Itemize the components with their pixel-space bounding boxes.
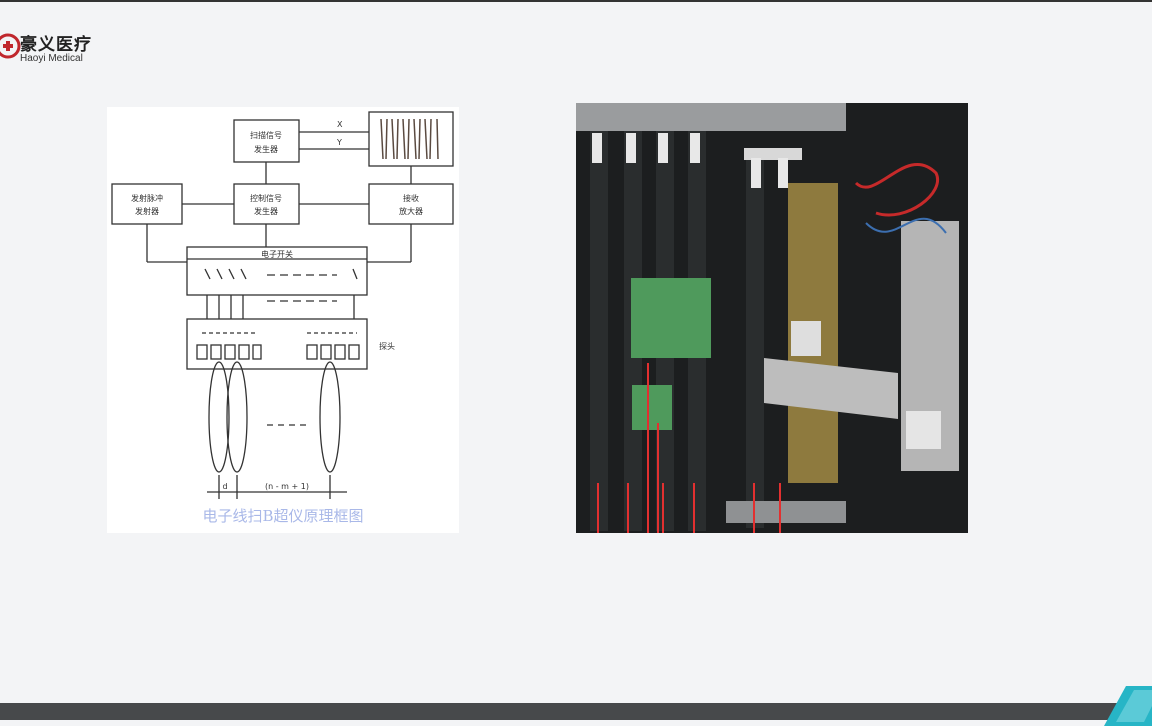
diagram-caption: 电子线扫B超仪原理框图 (202, 507, 364, 525)
dim-span-label: (n - m + 1) (265, 482, 309, 491)
tx-pulse-label-1: 发射脉冲 (131, 193, 163, 203)
scan-image (380, 118, 439, 160)
rx-amp-label-1: 接收 (403, 193, 419, 203)
control-label-1: 控制信号 (250, 193, 282, 203)
top-border (0, 0, 1152, 2)
control-box (233, 183, 300, 225)
brand-name-cn: 豪义医疗 (20, 35, 92, 55)
scan-generator-label-2: 发生器 (254, 144, 278, 154)
signal-y-label: Y (336, 138, 342, 147)
ultrasound-chassis-photo (576, 103, 968, 533)
switch-box (186, 246, 368, 296)
switch-label: 电子开关 (261, 249, 293, 259)
tx-pulse-label-2: 发射器 (135, 206, 159, 216)
tx-pulse-box (111, 183, 183, 225)
probe-label: 探头 (379, 341, 395, 351)
bottom-bar (0, 703, 1152, 720)
probe-box (186, 318, 368, 370)
haoyi-logo-icon (0, 33, 21, 59)
rx-amp-label-2: 放大器 (399, 206, 423, 216)
scan-generator-box (233, 119, 300, 163)
chassis-photo-svg (576, 103, 968, 533)
b-ultrasound-block-diagram: 扫描信号 发生器 发射脉冲 发射器 控制信号 发生器 接收 放大器 电子开关 探… (107, 107, 459, 533)
signal-x-label: X (337, 120, 343, 129)
control-label-2: 发生器 (254, 206, 278, 216)
dim-d-label: d (222, 482, 227, 491)
rx-amp-box (368, 183, 454, 225)
scan-generator-label-1: 扫描信号 (250, 130, 282, 140)
brand-name-en: Haoyi Medical (20, 53, 83, 64)
brand-logo: 豪义医疗 Haoyi Medical (0, 28, 130, 70)
corner-accent-icon (1104, 686, 1152, 726)
block-diagram-svg: 扫描信号 发生器 发射脉冲 发射器 控制信号 发生器 接收 放大器 电子开关 探… (111, 111, 454, 499)
